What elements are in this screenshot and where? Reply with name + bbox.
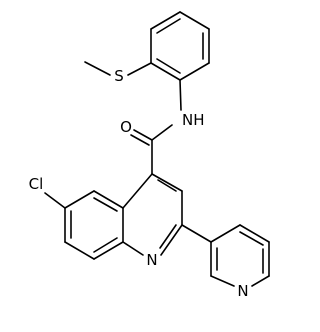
bond: [64, 190, 95, 209]
molecule-diagram: S NH O Cl N N: [0, 0, 296, 332]
bond: [93, 241, 124, 260]
phenyl-ring: [150, 11, 210, 81]
atom-label-pyridine-nitrogen: N: [237, 282, 248, 300]
bond: [239, 224, 270, 243]
bond-inner: [93, 237, 118, 253]
bond-n-c: [122, 241, 144, 256]
bond-methyl-s: [84, 61, 111, 76]
amide-group: [130, 79, 182, 175]
bond-inner: [239, 231, 264, 246]
bond-inner: [159, 224, 177, 249]
bond-inner: [157, 179, 177, 192]
bond-s-aryl: [127, 62, 152, 76]
pyridine-ring: [181, 224, 270, 287]
bond: [179, 11, 210, 30]
bond-inner: [156, 18, 181, 34]
bond-n-carbonyl: [151, 124, 173, 141]
bond: [151, 173, 183, 192]
bond: [150, 11, 181, 30]
structure-canvas: S NH O Cl N N: [0, 0, 296, 332]
bond: [93, 190, 124, 209]
methylthio-group: [84, 61, 152, 76]
atom-label-chlorine: Cl: [29, 175, 44, 193]
bond: [210, 224, 241, 243]
bond: [179, 62, 210, 81]
atom-label-oxygen: O: [120, 118, 132, 136]
bond: [150, 62, 181, 81]
quinoline-benzoring: [44, 190, 124, 260]
bond-c-n: [160, 224, 183, 256]
bond-c-n: [251, 275, 270, 287]
bond-n-c: [210, 275, 235, 287]
background: [0, 0, 296, 332]
atom-label-sulfur: S: [114, 67, 124, 85]
bond-inner: [93, 197, 118, 212]
bond-carbonyl-o-double: [130, 134, 150, 146]
quinoline-heteroring: [122, 173, 183, 256]
atom-label-nh: NH: [182, 111, 205, 129]
bond-inner: [156, 58, 181, 74]
bond-quinoline-pyridine: [181, 224, 212, 243]
bond: [64, 241, 95, 260]
bond-aryl-n: [179, 79, 182, 111]
bond-carbonyl-o: [133, 129, 153, 141]
bond-c-cl: [44, 192, 66, 209]
atom-label-quinoline-nitrogen: N: [146, 251, 157, 269]
bond: [122, 173, 153, 209]
